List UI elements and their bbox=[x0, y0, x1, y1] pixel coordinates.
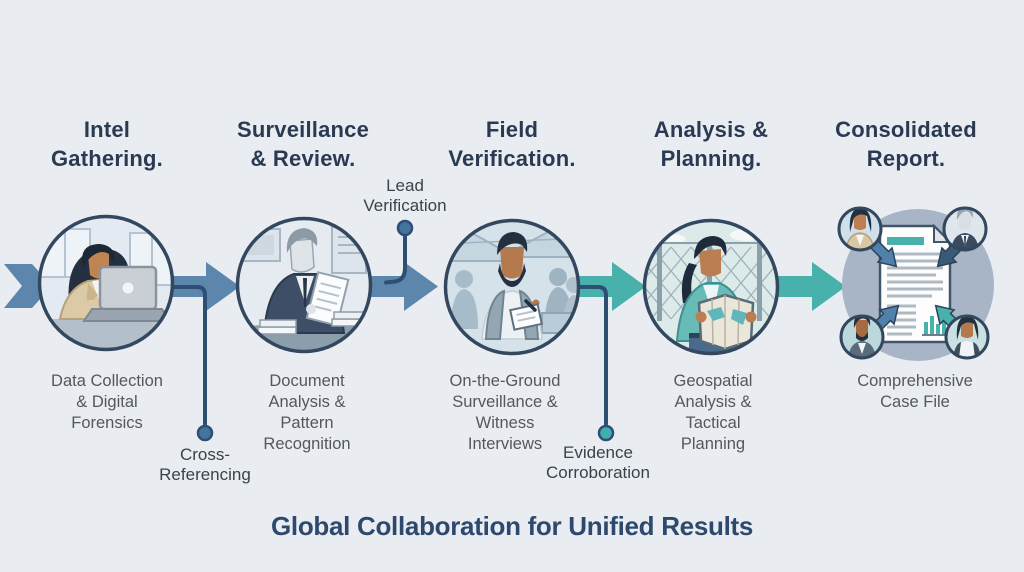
stage-title-intel-gathering: Intel Gathering. bbox=[50, 117, 163, 171]
stage-title-analysis-planning: Analysis & Planning. bbox=[653, 117, 769, 171]
field-verification-illustration bbox=[442, 217, 582, 357]
caption-surveillance-review: Document Analysis & Pattern Recognition bbox=[263, 372, 351, 453]
surveillance-review-illustration bbox=[234, 215, 374, 355]
lead-verification-dot-icon bbox=[396, 219, 414, 237]
man-reviewing-documents-icon bbox=[235, 216, 373, 354]
evidence-corroboration-dot-icon bbox=[597, 424, 615, 442]
callout-cross-referencing: Cross- Referencing bbox=[159, 445, 251, 484]
woman-analyst-laptop-icon bbox=[37, 214, 175, 352]
footer-title: Global Collaboration for Unified Results bbox=[270, 511, 754, 541]
stage-title-field-verification: Field Verification. bbox=[448, 117, 576, 171]
merge-arrow-top-left-icon bbox=[869, 239, 898, 268]
cross-referencing-connector bbox=[166, 285, 214, 442]
lead-verification-connector bbox=[384, 219, 414, 285]
analysis-planning-illustration bbox=[641, 217, 781, 357]
caption-consolidated-report: Comprehensive Case File bbox=[857, 372, 973, 411]
field-agent-notepad-icon bbox=[443, 218, 581, 356]
callout-lead-verification: Lead Verification bbox=[363, 176, 447, 215]
intel-gathering-illustration bbox=[36, 213, 176, 353]
avatar-bearded-man-icon bbox=[839, 314, 885, 360]
evidence-corroboration-connector bbox=[574, 285, 615, 442]
avatar-suited-man-icon bbox=[942, 206, 988, 252]
team-report-document-icon bbox=[837, 206, 994, 361]
cross-referencing-dot-icon bbox=[196, 424, 214, 442]
case-file-document-icon bbox=[878, 223, 953, 344]
avatar-woman-analyst-icon bbox=[837, 206, 883, 252]
mini-bar-chart-icon bbox=[924, 316, 946, 334]
caption-analysis-planning: Geospatial Analysis & Tactical Planning bbox=[673, 372, 753, 453]
woman-reading-map-icon bbox=[642, 218, 780, 356]
caption-field-verification: On-the-Ground Surveillance & Witness Int… bbox=[449, 372, 561, 453]
avatar-woman-field-icon bbox=[944, 314, 990, 360]
stage-title-consolidated-report: Consolidated Report. bbox=[835, 117, 977, 171]
consolidated-report-illustration bbox=[828, 198, 1008, 368]
stage-title-surveillance-review: Surveillance & Review. bbox=[236, 117, 370, 171]
caption-intel-gathering: Data Collection & Digital Forensics bbox=[51, 372, 163, 432]
callout-evidence-corroboration: Evidence Corroboration bbox=[546, 443, 650, 482]
